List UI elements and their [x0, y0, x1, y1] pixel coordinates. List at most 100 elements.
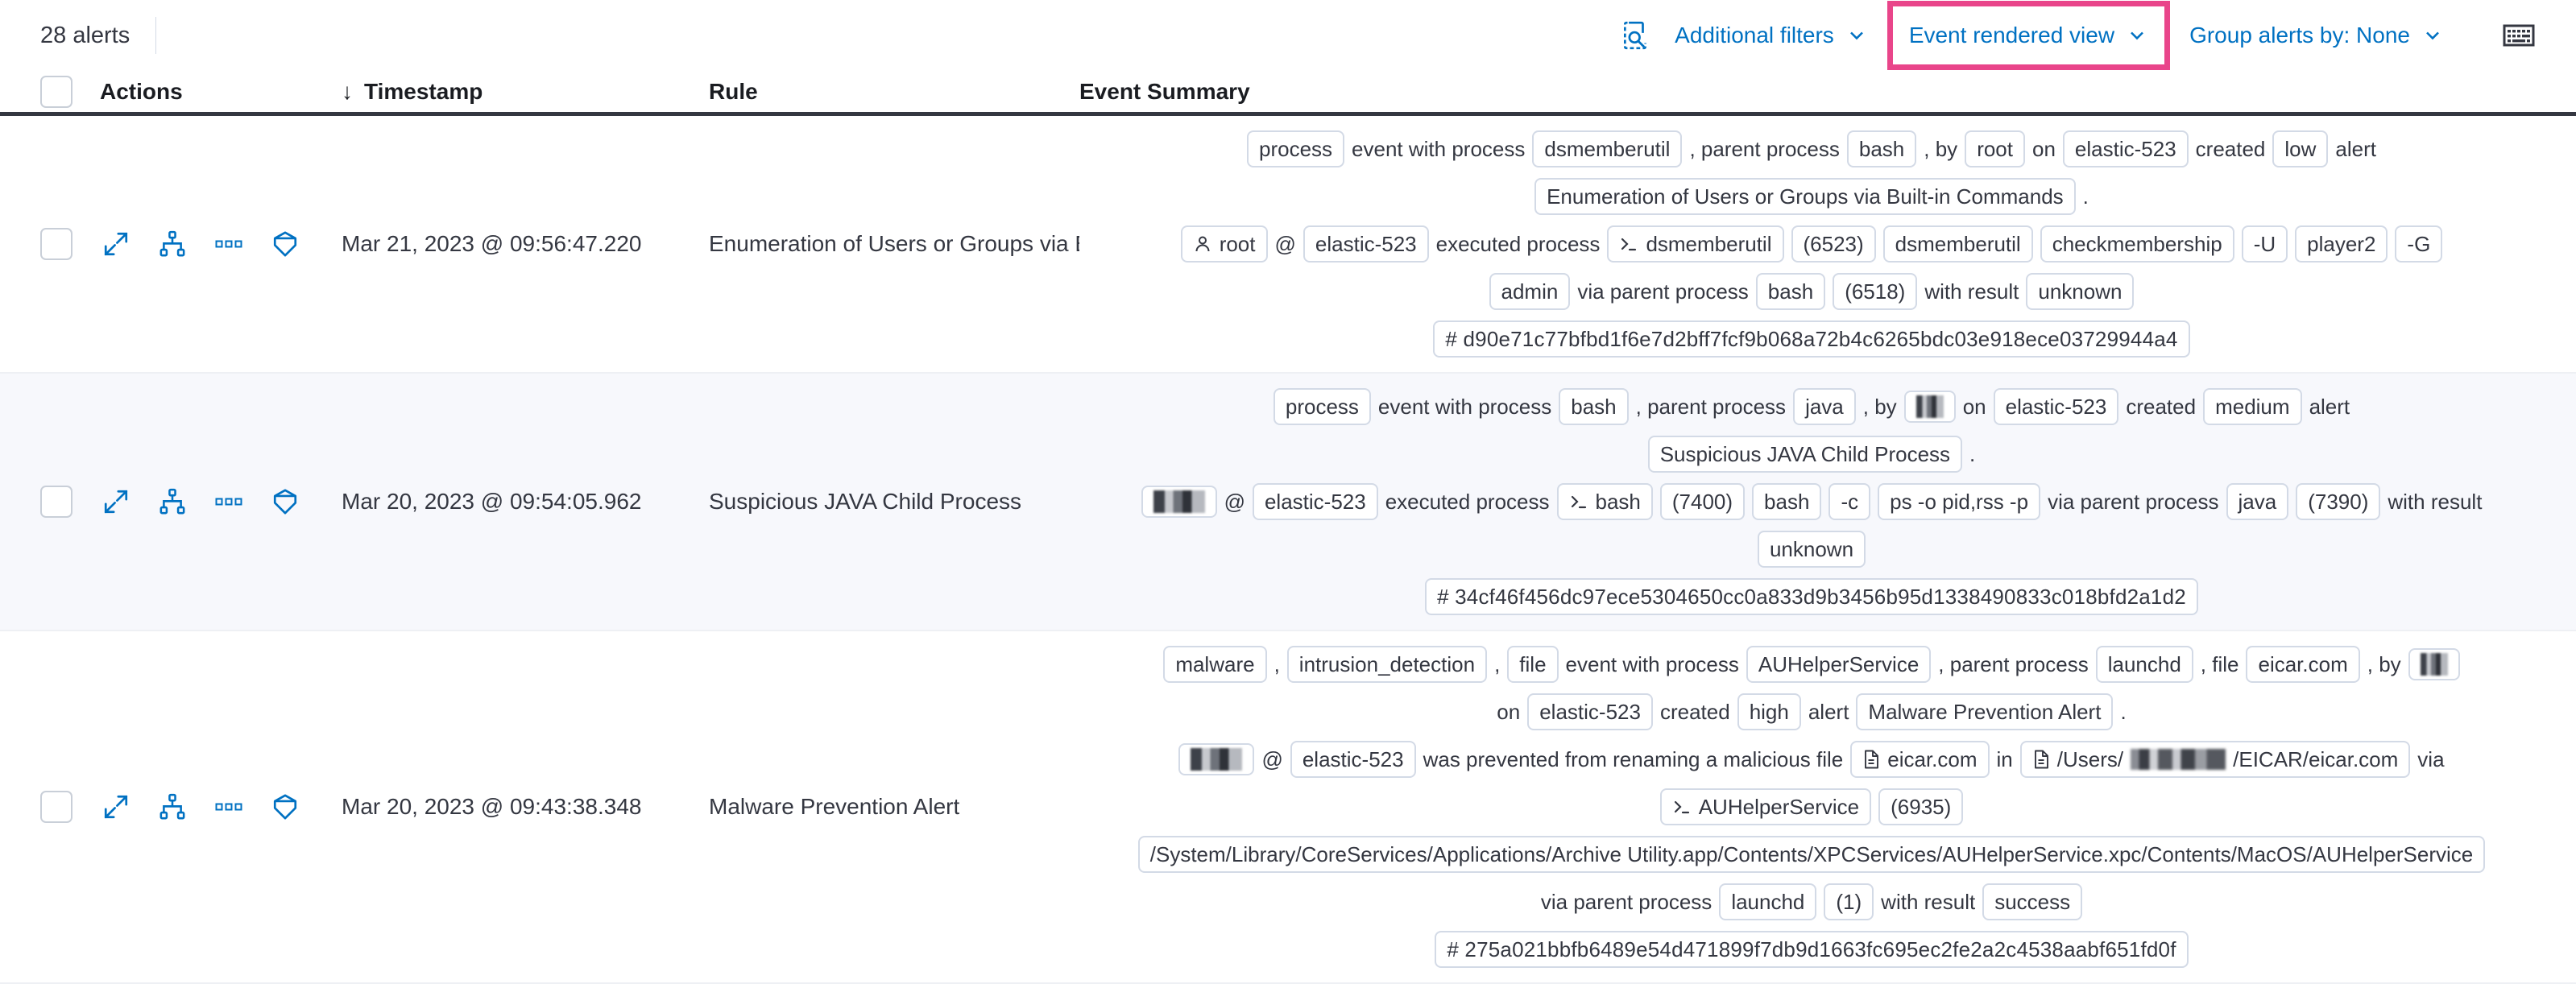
summary-chip[interactable]: (7390)	[2296, 483, 2381, 520]
session-view-icon[interactable]	[269, 486, 301, 518]
summary-chip[interactable]: checkmembership	[2040, 225, 2234, 263]
summary-chip[interactable]: bash	[1846, 130, 1917, 167]
summary-chip[interactable]	[1141, 486, 1217, 518]
more-actions-icon[interactable]	[213, 228, 245, 260]
summary-chip[interactable]: elastic-523	[1993, 388, 2119, 425]
session-view-icon[interactable]	[269, 791, 301, 823]
row-rule-name[interactable]: Malware Prevention Alert	[709, 794, 960, 819]
summary-chip[interactable]: medium	[2203, 388, 2302, 425]
more-actions-icon[interactable]	[213, 486, 245, 518]
chip-label: # 275a021bbfb6489e54d471899f7db9d1663fc6…	[1447, 937, 2176, 961]
summary-chip[interactable]: elastic-523	[1290, 741, 1416, 778]
additional-filters-button[interactable]: Additional filters	[1660, 10, 1882, 61]
summary-chip[interactable]: (7400)	[1659, 483, 1746, 520]
summary-chip[interactable]: root	[1180, 225, 1268, 263]
summary-chip[interactable]: # 34cf46f456dc97ece5304650cc0a833d9b3456…	[1425, 578, 2198, 615]
summary-chip[interactable]: /System/Library/CoreServices/Application…	[1137, 836, 2486, 873]
row-select-checkbox[interactable]	[40, 791, 72, 823]
summary-chip[interactable]: process	[1247, 130, 1345, 167]
summary-chip[interactable]: launchd	[1719, 883, 1817, 920]
summary-chip[interactable]: (6523)	[1791, 225, 1876, 263]
additional-filters-label: Additional filters	[1675, 23, 1834, 48]
summary-chip[interactable]: -G	[2395, 225, 2443, 263]
summary-chip[interactable]: ps -o pid,rss -p	[1878, 483, 2041, 520]
summary-chip[interactable]: (6935)	[1878, 788, 1964, 825]
summary-chip[interactable]: launchd	[2095, 646, 2193, 683]
summary-chip[interactable]: bash	[1755, 273, 1826, 310]
summary-chip[interactable]: bash	[1556, 483, 1653, 520]
expand-alert-details-icon[interactable]	[100, 791, 132, 823]
chip-label: dsmemberutil	[1895, 232, 2021, 256]
summary-chip[interactable]: (1)	[1824, 883, 1874, 920]
group-alerts-by-button[interactable]: Group alerts by: None	[2175, 10, 2458, 61]
inspect-magnifier-icon[interactable]	[1610, 10, 1660, 60]
expand-alert-details-icon[interactable]	[100, 486, 132, 518]
summary-chip[interactable]: java	[2226, 483, 2289, 520]
event-rendered-view-selector[interactable]: Event rendered view	[1895, 10, 2163, 61]
summary-chip[interactable]: root	[1965, 130, 2025, 167]
summary-chip[interactable]: Malware Prevention Alert	[1856, 693, 2114, 730]
summary-chip[interactable]: file	[1507, 646, 1559, 683]
summary-chip[interactable]: (6518)	[1833, 273, 1918, 310]
summary-chip[interactable]: elastic-523	[2062, 130, 2189, 167]
summary-chip[interactable]: AUHelperService	[1659, 788, 1872, 825]
analyze-event-icon[interactable]	[156, 791, 188, 823]
summary-chip[interactable]: dsmemberutil	[1607, 225, 1784, 263]
expand-alert-details-icon[interactable]	[100, 228, 132, 260]
summary-line: /System/Library/CoreServices/Application…	[1079, 836, 2544, 873]
chip-label: /Users/	[2056, 747, 2124, 771]
chip-label: AUHelperService	[1698, 795, 1860, 819]
column-header-rule[interactable]: Rule	[709, 78, 758, 104]
summary-chip[interactable]: unknown	[2026, 273, 2135, 310]
chevron-down-icon	[1845, 24, 1868, 47]
summary-line: unknown	[1079, 531, 2544, 568]
summary-chip[interactable]: admin	[1489, 273, 1571, 310]
summary-chip[interactable]: -c	[1828, 483, 1871, 520]
select-all-checkbox[interactable]	[40, 75, 72, 108]
summary-chip[interactable]: # d90e71c77bfbd1f6e7d2bff7fcf9b068a72b4c…	[1433, 320, 2190, 358]
summary-chip[interactable]: dsmemberutil	[1882, 225, 2033, 263]
summary-chip[interactable]: java	[1793, 388, 1856, 425]
analyze-event-icon[interactable]	[156, 486, 188, 518]
summary-chip[interactable]: elastic-523	[1252, 483, 1378, 520]
analyze-event-icon[interactable]	[156, 228, 188, 260]
summary-chip[interactable]: process	[1273, 388, 1371, 425]
summary-chip[interactable]: high	[1737, 693, 1801, 730]
summary-chip[interactable]	[2408, 648, 2460, 680]
summary-chip[interactable]: -U	[2241, 225, 2288, 263]
summary-chip[interactable]: eicar.com	[1850, 741, 1990, 778]
summary-chip[interactable]: intrusion_detection	[1286, 646, 1488, 683]
summary-chip[interactable]: elastic-523	[1302, 225, 1429, 263]
summary-chip[interactable]: bash	[1752, 483, 1822, 520]
session-view-icon[interactable]	[269, 228, 301, 260]
row-rule-name[interactable]: Suspicious JAVA Child Process	[709, 489, 1022, 514]
summary-chip[interactable]: success	[1982, 883, 2083, 920]
summary-chip[interactable]: player2	[2295, 225, 2388, 263]
summary-chip[interactable]: AUHelperService	[1746, 646, 1932, 683]
keyboard-shortcuts-icon[interactable]	[2494, 10, 2544, 60]
column-header-actions[interactable]: Actions	[100, 78, 183, 104]
row-rule-name[interactable]: Enumeration of Users or Groups via Bui	[709, 231, 1079, 256]
summary-chip[interactable]: unknown	[1757, 531, 1866, 568]
summary-chip[interactable]: elastic-523	[1527, 693, 1653, 730]
summary-chip[interactable]: malware	[1163, 646, 1267, 683]
summary-chip[interactable]: /Users//EICAR/eicar.com	[2019, 741, 2411, 778]
summary-chip[interactable]: Suspicious JAVA Child Process	[1647, 436, 1963, 473]
column-header-event-summary[interactable]: Event Summary	[1079, 78, 1250, 104]
more-actions-icon[interactable]	[213, 791, 245, 823]
summary-chip[interactable]: bash	[1559, 388, 1629, 425]
row-select-checkbox[interactable]	[40, 486, 72, 518]
row-select-checkbox[interactable]	[40, 228, 72, 260]
summary-chip[interactable]	[1178, 743, 1255, 775]
summary-chip[interactable]: dsmemberutil	[1532, 130, 1683, 167]
column-header-timestamp[interactable]: ↓ Timestamp	[342, 79, 709, 105]
summary-chip[interactable]: Enumeration of Users or Groups via Built…	[1534, 178, 2076, 215]
summary-chip[interactable]: low	[2272, 130, 2329, 167]
summary-chip[interactable]: eicar.com	[2246, 646, 2360, 683]
summary-chip[interactable]	[1903, 391, 1956, 423]
summary-line: Enumeration of Users or Groups via Built…	[1079, 178, 2544, 215]
summary-chip[interactable]: # 275a021bbfb6489e54d471899f7db9d1663fc6…	[1435, 931, 2189, 968]
